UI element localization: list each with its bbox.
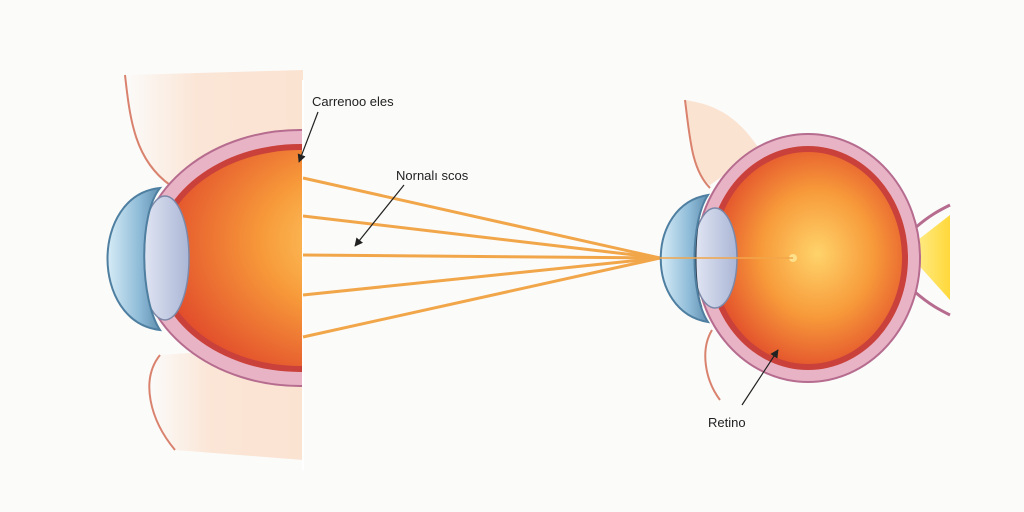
- left-vitreous: [160, 150, 303, 366]
- light-ray: [302, 176, 661, 260]
- optic-nerve: [905, 215, 950, 300]
- light-ray: [302, 214, 661, 260]
- right-eye: [659, 99, 951, 401]
- label-middle: Nornalı scos: [396, 168, 469, 183]
- light-ray: [302, 256, 661, 339]
- light-ray: [302, 253, 661, 260]
- label-top: Carrenoo eles: [312, 94, 394, 109]
- right-skin: [685, 100, 760, 185]
- light-ray: [302, 256, 661, 297]
- leader-line-retina: [741, 349, 779, 406]
- label-retina: Retino: [708, 415, 746, 430]
- light-rays: [302, 176, 661, 339]
- left-cornea: [106, 186, 163, 332]
- leader-line-middle: [354, 184, 405, 247]
- left-eye: [124, 70, 303, 460]
- right-vitreous: [714, 152, 902, 364]
- leader-line-top: [297, 111, 319, 163]
